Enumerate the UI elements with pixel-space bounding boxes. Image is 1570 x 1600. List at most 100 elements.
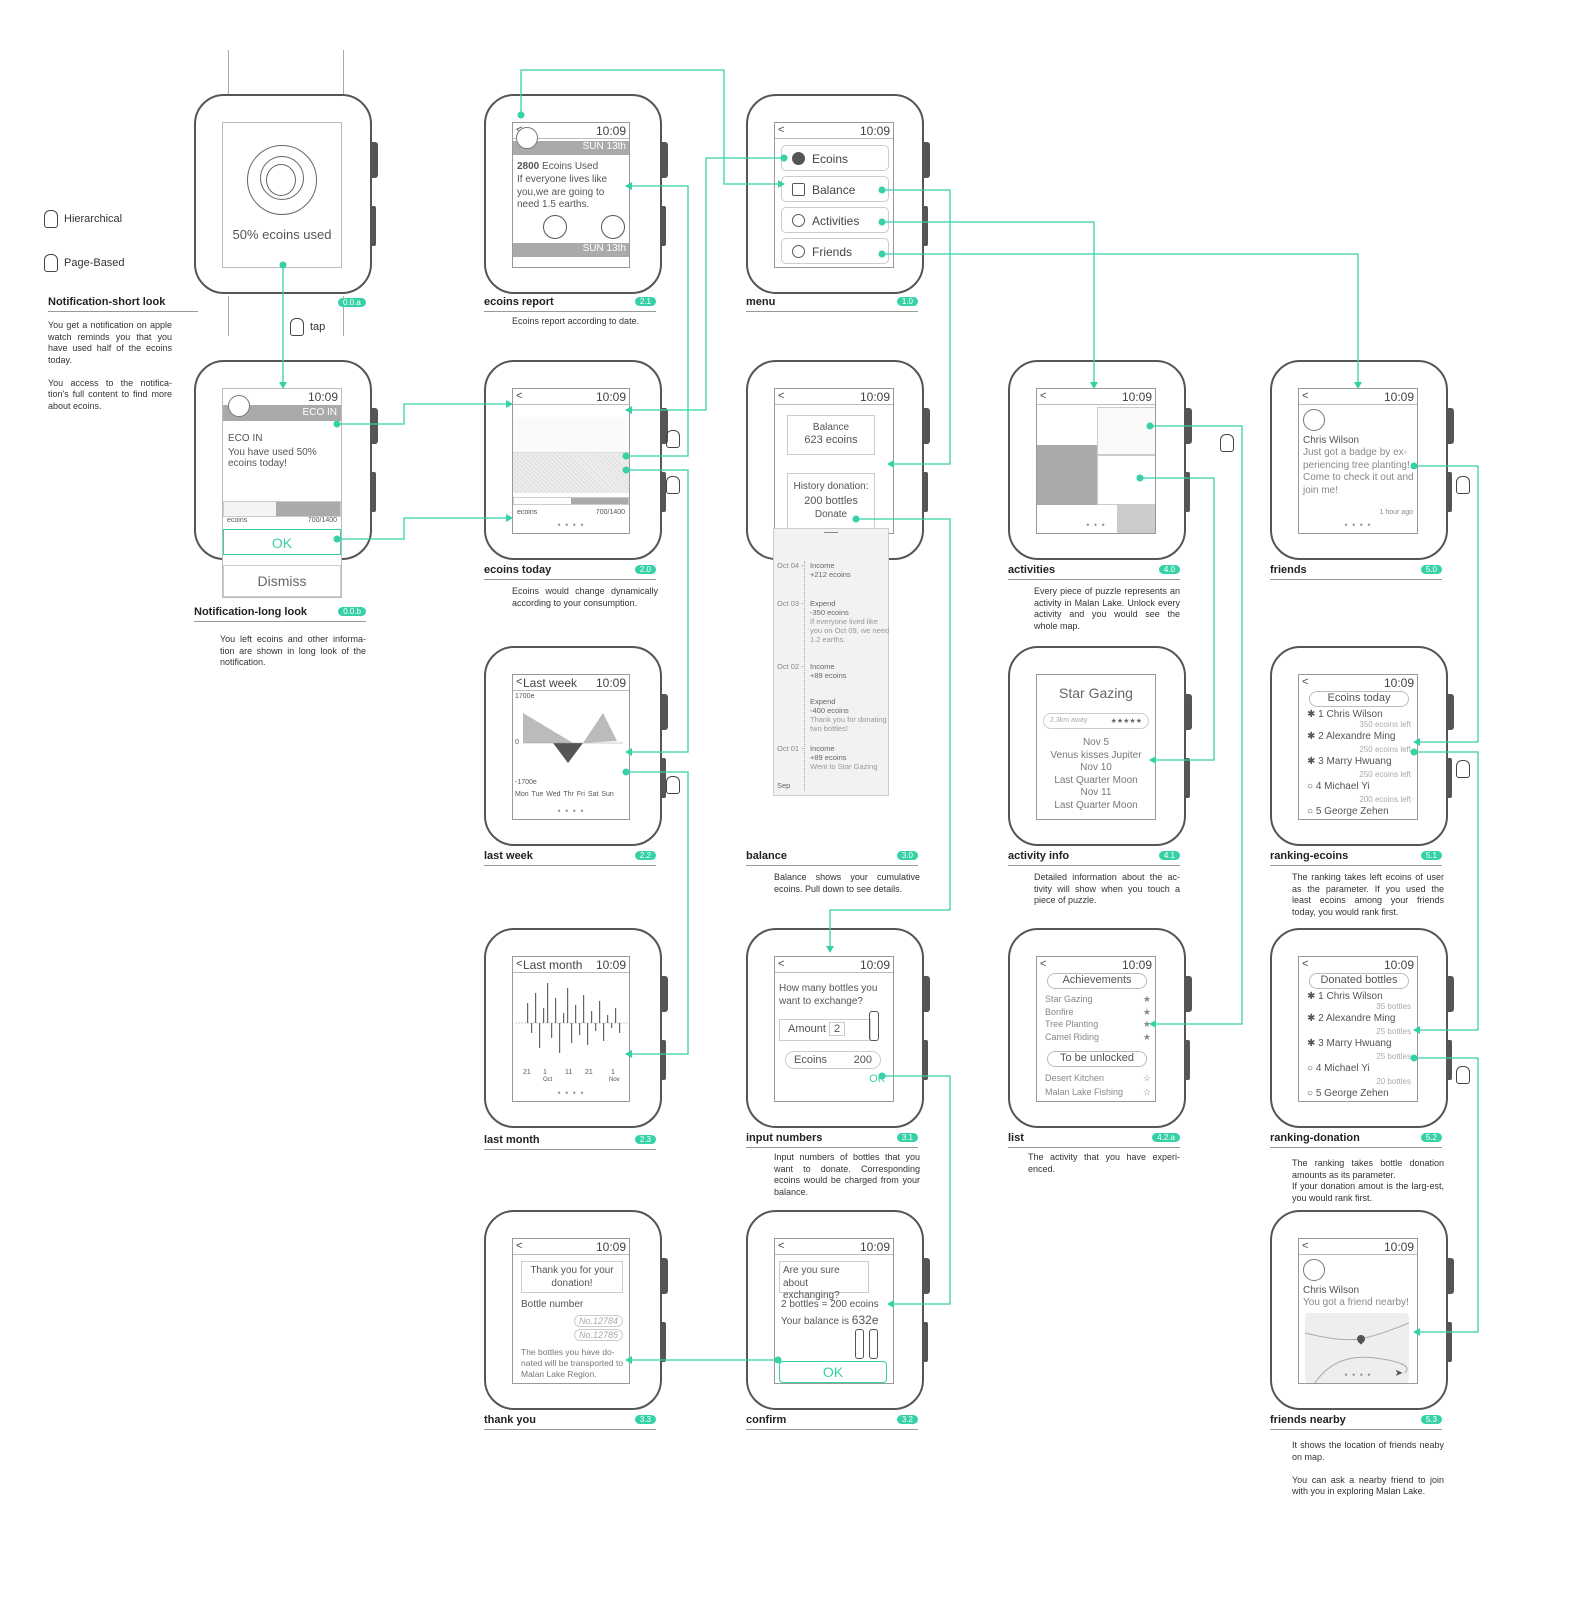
amount-field[interactable]: Amount 2: [779, 1019, 871, 1041]
page-dots[interactable]: • • • •: [1344, 1370, 1372, 1380]
thank-you-screen: <10:09 Thank you for your donation! Bott…: [512, 1238, 630, 1384]
confirm-ok-button[interactable]: OK: [779, 1361, 887, 1383]
back-button[interactable]: <: [1040, 390, 1047, 402]
ranking-row[interactable]: ✱ 1 Chris Wilson: [1307, 991, 1383, 1002]
puzzle-piece-unlocked[interactable]: [1097, 407, 1155, 455]
menu-item-activities[interactable]: Activities: [781, 207, 889, 233]
page-dots[interactable]: • • •: [1086, 520, 1106, 530]
watch-list: <10:09 Achievements Star Gazing★ Bonfire…: [1008, 928, 1192, 1128]
earth-half-icon: [601, 215, 625, 239]
legend-hierarchical-label: Hierarchical: [64, 212, 123, 225]
ranking-sub: 250 ecoins left: [1359, 770, 1411, 779]
ranking-row[interactable]: ○ 4 Michael Yi: [1307, 781, 1370, 792]
balance-label: Your balance is: [781, 1316, 850, 1327]
time-label: 10:09: [1383, 958, 1414, 972]
watch-friends-nearby: <10:09 Chris Wilson You got a friend nea…: [1270, 1210, 1454, 1410]
ecoins-used-label: Ecoins Used: [542, 161, 599, 172]
achievement-item[interactable]: Camel Riding★: [1045, 1031, 1151, 1042]
unlock-title: To be unlocked: [1047, 1051, 1147, 1067]
tap-annotation: tap: [290, 318, 325, 336]
menu-item-ecoins[interactable]: Ecoins: [781, 145, 889, 171]
donate-button[interactable]: Donate: [814, 509, 848, 520]
ok-button[interactable]: OK: [223, 529, 341, 555]
back-button[interactable]: <: [516, 1240, 523, 1252]
page-dots[interactable]: • • • •: [557, 1088, 585, 1098]
menu-item-balance[interactable]: Balance: [781, 176, 889, 202]
back-button[interactable]: <: [1302, 676, 1309, 688]
notif-long-screen: 10:09 ECO IN ECO IN You have used 50% ec…: [222, 388, 342, 598]
ecoins-label: Ecoins: [794, 1054, 828, 1066]
puzzle-piece-unlocked[interactable]: [1097, 455, 1155, 505]
month-bar: [579, 1023, 581, 1035]
page-dots[interactable]: • • • •: [557, 806, 585, 816]
back-button[interactable]: <: [1302, 958, 1309, 970]
back-button[interactable]: <: [778, 958, 785, 970]
back-button[interactable]: <: [516, 390, 523, 402]
distance-rating: 2.3km away★★★★★: [1043, 713, 1149, 729]
menu-item-friends[interactable]: Friends: [781, 238, 889, 264]
ranking-row[interactable]: ✱ 3 Marry Hwuang: [1307, 756, 1392, 767]
back-button[interactable]: <: [516, 958, 523, 970]
amount-stepper[interactable]: 2: [828, 1022, 846, 1036]
achievement-item[interactable]: Bonfire★: [1045, 1006, 1151, 1017]
ranking-row[interactable]: ○ 5 George Zehen: [1307, 1088, 1389, 1099]
dismiss-button[interactable]: Dismiss: [223, 565, 341, 597]
y-zero-label: 0: [515, 739, 519, 746]
back-button[interactable]: <: [778, 124, 785, 136]
achievement-item[interactable]: Star Gazing★: [1045, 994, 1151, 1004]
badge-notif-long: 0.0.b: [338, 607, 366, 616]
swipe-hand-icon: [1220, 434, 1234, 452]
ok-button[interactable]: OK: [869, 1073, 885, 1085]
month-bar: [607, 1015, 609, 1023]
page-dots[interactable]: • • • •: [557, 520, 585, 530]
ranking-row[interactable]: ✱ 1 Chris Wilson: [1307, 709, 1383, 720]
back-button[interactable]: <: [1302, 390, 1309, 402]
caption-list-label: list: [1008, 1132, 1024, 1144]
bar-label: ecoins: [227, 517, 248, 524]
ranking-row[interactable]: ○ 4 Michael Yi: [1307, 1063, 1370, 1074]
badge-menu: 1.0: [896, 297, 918, 306]
month-bar: [599, 1001, 601, 1023]
ecoins-used-amount: 2800: [517, 161, 540, 172]
ranking-row[interactable]: ✱ 2 Alexandre Ming: [1307, 1013, 1396, 1024]
map-view[interactable]: ➤: [1304, 1313, 1410, 1383]
page-dots[interactable]: • • • •: [1344, 520, 1372, 530]
ranking-row[interactable]: ✱ 3 Marry Hwuang: [1307, 1038, 1392, 1049]
balance-history-list[interactable]: Oct 04 -Income+212 ecoins Oct 03 -Expend…: [773, 528, 889, 796]
badge-ecoins-report: 2.1: [634, 297, 656, 306]
usage-area-used: [513, 453, 629, 493]
ranking-title: Ecoins today: [1309, 691, 1409, 707]
watch-ecoins-report: <10:09 SUN 13th 2800 Ecoins Used If ever…: [484, 94, 668, 294]
navigate-arrow-icon[interactable]: ➤: [1394, 1368, 1403, 1379]
bar-label: ecoins: [517, 509, 538, 516]
desc-list: The activity that you have experi-enced.: [1028, 1152, 1180, 1174]
back-button[interactable]: <: [1302, 1240, 1309, 1252]
caption-confirm-label: confirm: [746, 1414, 787, 1426]
ranking-row[interactable]: ○ 5 George Zehen: [1307, 806, 1389, 817]
time-label: 10:09: [859, 390, 890, 404]
puzzle-piece-locked[interactable]: [1037, 445, 1097, 505]
achievement-item[interactable]: Tree Planting★: [1045, 1019, 1151, 1029]
locked-item[interactable]: Malan Lake Fishing☆: [1045, 1087, 1151, 1097]
usage-area-upper: [513, 417, 629, 453]
back-button[interactable]: <: [516, 676, 523, 688]
caption-notif-short-label: Notification-short look: [48, 296, 166, 308]
menu-item-activities-label: Activities: [812, 214, 860, 228]
back-button[interactable]: <: [1040, 958, 1047, 970]
transport-note: The bottles you have do-nated will be tr…: [521, 1347, 624, 1379]
month-bar: [535, 993, 537, 1023]
ranking-sub: 25 bottles: [1376, 1027, 1411, 1036]
desc-ecoins-today: Ecoins would change dynamically accordin…: [512, 586, 658, 608]
back-button[interactable]: <: [778, 1240, 785, 1252]
thank-you-message: Thank you for your donation!: [521, 1261, 623, 1293]
notif-short-screen[interactable]: 50% ecoins used: [222, 122, 342, 268]
back-button[interactable]: <: [778, 390, 785, 402]
time-label: 10:09: [595, 1240, 626, 1254]
caption-last-month-label: last month: [484, 1134, 540, 1146]
ranking-row[interactable]: ✱ 2 Alexandre Ming: [1307, 731, 1396, 742]
locked-item[interactable]: Desert Kitchen☆: [1045, 1073, 1151, 1083]
